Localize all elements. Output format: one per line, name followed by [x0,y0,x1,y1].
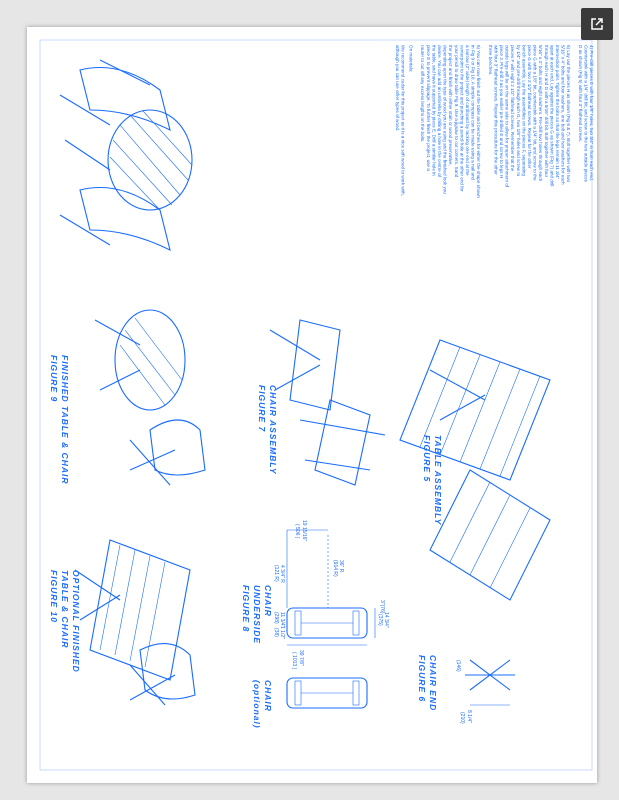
instruction-step-5-line: through each H and G with a 5/16" drill … [544,45,549,178]
fig10-caption: FIGURE 10 [49,570,59,623]
figure-6-drawing [465,659,515,706]
instruction-step-6-line: in Fig 9 or Fig 10. A simple compass can… [471,45,476,181]
figure-5-drawing [399,339,551,601]
materials-line: We recommend cedar for this project as i… [401,45,406,196]
blueprint-drawing: 4) Pre-drill pieces E with four 1/8" hol… [39,39,594,771]
figure-9-drawing [94,309,206,486]
dimension-label: 36" R [338,560,344,573]
fig6-caption: FIGURE 6 [417,655,427,702]
fig10-caption: TABLE & CHAIR [60,570,70,648]
dimension-label: ( 506 ) [294,524,300,539]
instruction-step-5-line: piece G with two 2 1/2" flathead screws.… [527,45,532,169]
dimension-label: 11 3/4" [279,612,285,628]
instruction-step-4-line: 4) Pre-drill pieces E with four 1/8" hol… [589,45,594,181]
fig8-caption: FIGURE 8 [241,585,251,632]
instruction-step-5-line: with four 3" flathead screws. Repeat thi… [493,45,498,175]
fig8_opt-caption: CHAIR [263,680,273,712]
fig5-caption: FIGURE 5 [422,435,432,482]
dimension-label: (298) [273,612,279,624]
instruction-step-6-line: the project and finish with either stain… [448,45,453,166]
instruction-step-5-line: 5/16" x 4" bolts and four washers, one b… [561,45,566,185]
dimension-label: 39 7/8" [298,650,304,666]
materials-line: although you can use other types of wood… [395,45,400,131]
dimension-label: (914 R) [332,560,338,577]
instruction-step-5-line: piece J. Pre-drill J as you earlier pre-… [499,45,504,178]
instruction-step-6-line: router to cut off any excess lengths on … [420,45,425,142]
instruction-step-5-line: piece G with a 1/8" bit, countersink wit… [533,45,538,181]
fig8-caption: CHAIR [263,585,273,617]
fig8-caption: UNDERSIDE [252,585,262,644]
instruction-step-6-line: depending upon the type of wood you are … [443,45,448,194]
instruction-step-5-line: outside legs will be on the same side to… [505,45,510,188]
open-in-new-window-button[interactable] [581,8,613,40]
fig9-caption: FINISHED TABLE & CHAIR [60,355,70,485]
fig6-caption: CHAIR END [428,655,438,711]
instructions-text: 4) Pre-drill pieces E with four 1/8" hol… [395,45,594,198]
dimension-label: (121 R) [273,565,279,582]
fig10-caption: OPTIONAL FINISHED [71,570,81,673]
dimension-label: (210) [459,712,465,724]
instruction-step-4-line: D as shown (Fig 5) with four 3" flathead… [578,45,583,142]
document-page: 4) Pre-drill pieces E with four 1/8" hol… [27,27,597,783]
instruction-step-6-line: piece E to prevent slippage. To further … [426,45,431,171]
dimension-label: 14 3/4" [383,612,389,628]
instruction-step-6-line: desire. You can add an umbrella by drill… [437,45,442,177]
instruction-step-6-line: your pencil to draw table Fig 9. Use a j… [454,45,459,178]
instruction-step-5-line: three benches. [488,45,493,75]
fig9-caption: FIGURE 9 [49,355,59,402]
instruction-step-5-line: by 1/4" and pre-drill through each G, tw… [516,45,521,177]
materials-heading: On materials: [409,45,414,72]
fig5-caption: TABLE ASSEMBLY [433,435,443,526]
instruction-step-5-line: bench assembly. Lay the assemblies on th… [521,45,526,176]
instruction-step-6-line: centerpoint to the project and punching … [459,45,464,192]
page-frame [39,39,593,771]
instruction-step-4-line: Countersink with a 1/4" drill bit, and s… [583,45,588,183]
figure-finished-round-table-top [59,59,193,252]
dimension-label: 1 1/2" [279,626,285,639]
open-in-new-icon [591,18,603,30]
dimension-label: 19 15/16" [301,520,307,541]
dimension-label: (146) [455,660,461,672]
dimension-label: 4 3/4" R [279,565,285,583]
instruction-step-5-line: intersection point. Tighten the bolts so… [555,45,560,179]
instruction-step-6-line: 6) You can now finish out the table and … [476,45,481,198]
fig8_opt-caption: (optional) [252,680,262,729]
instruction-step-5-line: 5/16" x 4" bolts and eight washers. Pre-… [538,45,543,182]
instruction-step-5-line: 5) Lay out the pieces H as shown (Fig 6 … [566,45,571,183]
dimension-label: (38) [273,628,279,637]
figure-10-drawing [74,539,196,706]
dimension-label: (375) [377,614,383,626]
dimension-label: 8 1/4" [466,710,472,723]
fig7-caption: FIGURE 7 [257,385,267,432]
instruction-step-5-line: pieces F with eight 2 1/2" flathead scre… [510,45,515,172]
instruction-step-6-line: a narrow (2" wide) length of cardboard b… [465,45,470,176]
dimension-label: 3"(76) [379,600,385,614]
dimension-label: ( 1013 ) [291,652,297,670]
instruction-step-5-line: apart at each end. Lay against the piece… [549,45,554,186]
fig7-caption: CHAIR ASSEMBLY [268,385,278,475]
instruction-step-6-line: the table, and have it supported by piec… [431,45,436,176]
figure-7-drawing [269,319,386,486]
figure-8-drawing [286,529,376,709]
